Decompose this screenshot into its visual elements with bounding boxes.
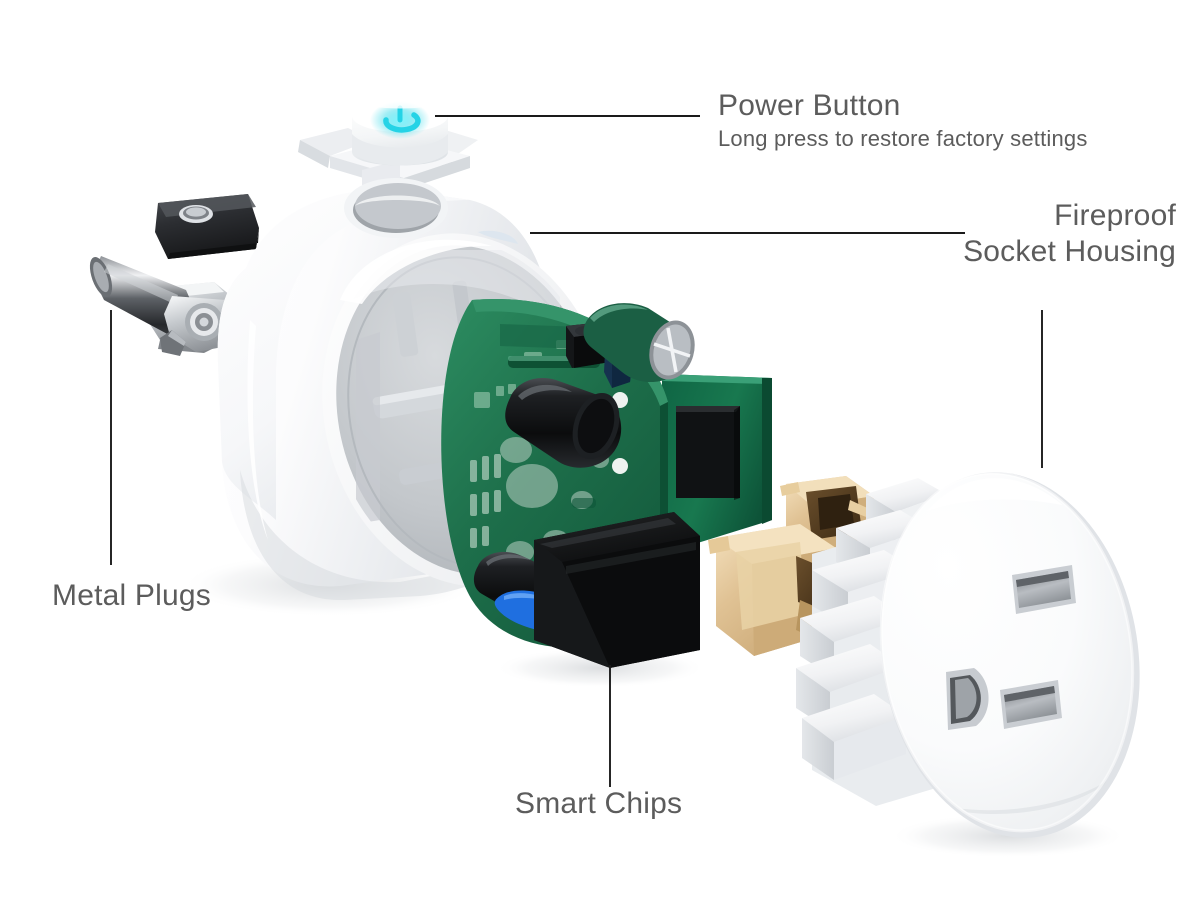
socket-slot-upper (1012, 565, 1076, 614)
label-fireproof-socket-housing: Fireproof Socket Housing (963, 198, 1176, 270)
black-chip-module (534, 512, 700, 668)
circuit-board-wing (662, 374, 772, 554)
leader-lines (110, 115, 1043, 787)
power-icon (383, 105, 421, 133)
power-button-assembly (298, 98, 478, 196)
power-button-subtitle: Long press to restore factory settings (718, 126, 1088, 151)
socket-slot-lower (1000, 680, 1062, 729)
socket-face-plate (879, 471, 1140, 838)
capacitor-large (505, 378, 622, 468)
metal-plugs-assembly (89, 194, 259, 356)
power-button-cap[interactable] (352, 98, 448, 166)
power-button-title: Power Button (718, 89, 901, 122)
label-power-button: Power Button Long press to restore facto… (718, 88, 1088, 154)
label-smart-chips: Smart Chips (515, 787, 683, 820)
socket-ground-hole (946, 668, 989, 730)
button-port-hole (344, 178, 448, 238)
capacitor-cross-cap (583, 303, 695, 383)
label-metal-plugs: Metal Plugs (52, 579, 211, 612)
metal-plug-blade (155, 194, 259, 259)
fireproof-line-1: Fireproof (1054, 199, 1176, 232)
fireproof-line-2: Socket Housing (963, 235, 1176, 268)
